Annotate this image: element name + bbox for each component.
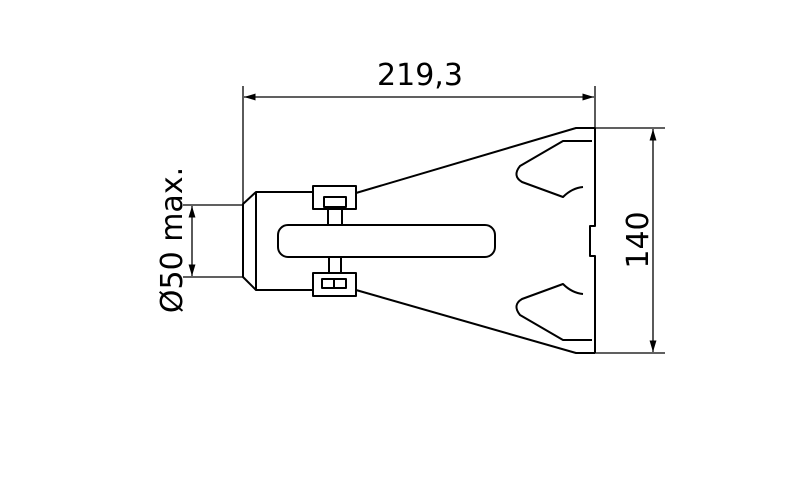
body-top-taper [355, 127, 595, 194]
length-dimension: 219,3 [242, 58, 596, 204]
part-outline [242, 127, 596, 354]
upper-bolt-head [323, 196, 347, 208]
lower-lug [312, 272, 357, 297]
slot [277, 224, 496, 258]
upper-pin [327, 208, 343, 226]
diameter-dimension: Ø50 max. [155, 167, 243, 313]
upper-inner-contour [515, 140, 592, 198]
height-label: 140 [621, 211, 656, 268]
body-bottom-taper [355, 289, 595, 354]
right-edge [589, 128, 596, 353]
diameter-label: Ø50 max. [155, 167, 190, 313]
lower-pin [328, 256, 342, 274]
shank-body [242, 191, 313, 291]
length-label: 219,3 [377, 58, 463, 93]
lower-inner-contour [515, 283, 592, 341]
height-dimension: 140 [595, 127, 665, 354]
